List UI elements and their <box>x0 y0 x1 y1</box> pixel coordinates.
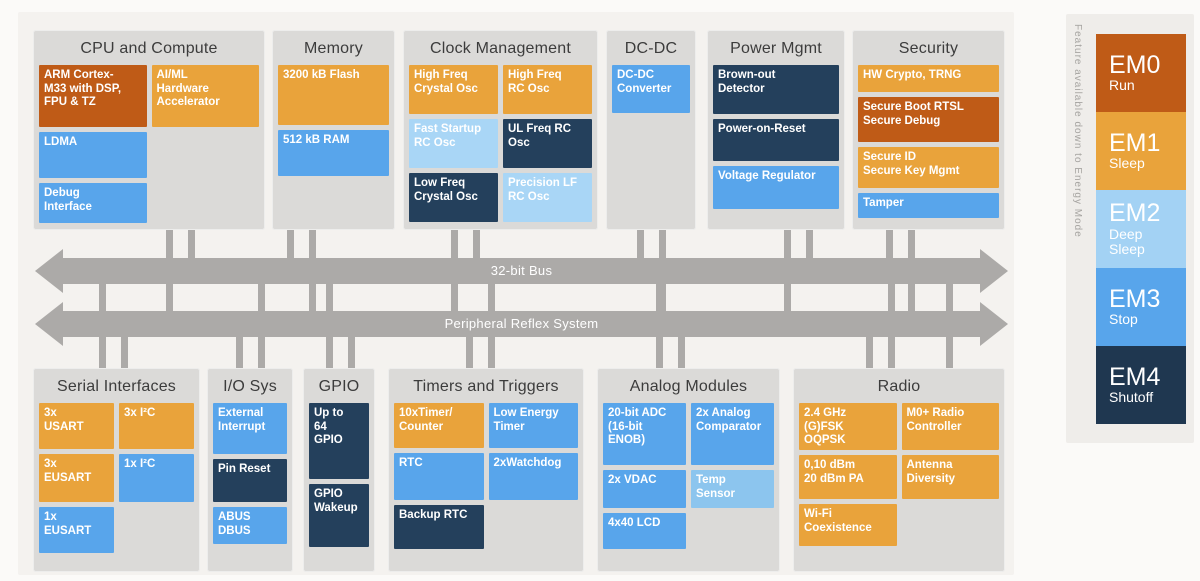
panel-title: Security <box>898 40 959 57</box>
tile-voltage-regulator: Voltage Regulator <box>713 166 839 209</box>
tile-3x-usart: 3x USART <box>39 403 114 449</box>
tile-10xtimer-counter: 10xTimer/ Counter <box>394 403 484 448</box>
panel-title: Timers and Triggers <box>413 378 559 395</box>
energy-mode-name: EM3 <box>1109 285 1161 314</box>
bus-label-peripheral-reflex-system: Peripheral Reflex System <box>444 316 599 331</box>
panel-title: Analog Modules <box>629 378 748 395</box>
tile-3x-eusart: 3x EUSART <box>39 454 114 502</box>
energy-mode-sidebar: Feature available down to Energy Mode EM… <box>1066 14 1194 443</box>
tile-secure-id-secure-key-mgmt: Secure ID Secure Key Mgmt <box>858 147 999 188</box>
tile-rtc: RTC <box>394 453 484 500</box>
tile-ai-ml-hardware-accelerator: AI/ML Hardware Accelerator <box>151 65 259 127</box>
tile-high-freq-rc-osc: High Freq RC Osc <box>503 65 592 114</box>
tile-temp-sensor: Temp Sensor <box>691 470 774 508</box>
tile-1x-eusart: 1x EUSART <box>39 507 114 553</box>
panel-title: CPU and Compute <box>80 40 218 57</box>
panel-memory: Memory 3200 kB Flash 512 kB RAM <box>272 30 395 230</box>
tile-3x-i-c: 3x I²C <box>119 403 194 449</box>
energy-mode-sub: Stop <box>1109 311 1138 328</box>
energy-mode-sub: Deep Sleep <box>1109 225 1145 258</box>
tile-low-freq-crystal-osc: Low Freq Crystal Osc <box>409 173 498 222</box>
tile-up-to-64-gpio: Up to 64 GPIO <box>309 403 369 479</box>
tile-power-on-reset: Power-on-Reset <box>713 119 839 161</box>
tile-debug-interface: Debug Interface <box>39 183 147 223</box>
tile-ul-freq-rc-osc: UL Freq RC Osc <box>503 119 592 168</box>
tile-2x-vdac: 2x VDAC <box>603 470 686 508</box>
energy-mode-name: EM2 <box>1109 199 1161 228</box>
tile-2x-analog-comparator: 2x Analog Comparator <box>691 403 774 465</box>
tile-1x-i-c: 1x I²C <box>119 454 194 502</box>
tile-abus-dbus: ABUS DBUS <box>213 507 287 544</box>
panel-security: Security HW Crypto, TRNG Secure Boot RTSL … <box>852 30 1005 230</box>
tile-512-kb-ram: 512 kB RAM <box>278 130 389 176</box>
tile-2-4-ghz-g-fsk-oqpsk: 2.4 GHz (G)FSK OQPSK <box>799 403 897 450</box>
tile-hw-crypto-trng: HW Crypto, TRNG <box>858 65 999 92</box>
energy-mode-sub: Sleep <box>1109 155 1145 172</box>
tile-wi-fi-coexistence: Wi-Fi Coexistence <box>799 504 897 546</box>
energy-mode-name: EM0 <box>1109 51 1161 80</box>
panel-title: Radio <box>877 378 921 395</box>
tile-m0-radio-controller: M0+ Radio Controller <box>901 403 999 450</box>
panel-title: Power Mgmt <box>730 40 822 57</box>
tile-precision-lf-rc-osc: Precision LF RC Osc <box>503 173 592 222</box>
tile-arm-cortex-m33-with-dsp-fpu-tz: ARM Cortex- M33 with DSP, FPU & TZ <box>39 65 147 127</box>
tile-20-bit-adc-16-bit-enob: 20-bit ADC (16-bit ENOB) <box>603 403 686 465</box>
tile-backup-rtc: Backup RTC <box>394 505 484 549</box>
tile-low-energy-timer: Low Energy Timer <box>488 403 578 448</box>
tile-tamper: Tamper <box>858 193 999 218</box>
panel-title: Memory <box>304 40 363 57</box>
tile-0-10-dbm-20-dbm-pa: 0,10 dBm 20 dBm PA <box>799 455 897 499</box>
tile-external-interrupt: External Interrupt <box>213 403 287 454</box>
tile-4x40-lcd: 4x40 LCD <box>603 513 686 549</box>
panel-dc-dc: DC-DC DC-DC Converter <box>606 30 696 230</box>
tile-brown-out-detector: Brown-out Detector <box>713 65 839 114</box>
panel-title: Clock Management <box>429 40 572 57</box>
tile-2xwatchdog: 2xWatchdog <box>488 453 578 500</box>
tile-high-freq-crystal-osc: High Freq Crystal Osc <box>409 65 498 114</box>
panel-title: I/O Sys <box>223 378 277 395</box>
tile-pin-reset: Pin Reset <box>213 459 287 502</box>
panel-title: DC-DC <box>624 40 678 57</box>
tile-secure-boot-rtsl-secure-debug: Secure Boot RTSL Secure Debug <box>858 97 999 142</box>
tile-gpio-wakeup: GPIO Wakeup <box>309 484 369 547</box>
panel-title: Serial Interfaces <box>56 378 176 395</box>
energy-mode-sub: Shutoff <box>1109 389 1154 406</box>
energy-mode-name: EM4 <box>1109 363 1161 392</box>
tile-dc-dc-converter: DC-DC Converter <box>612 65 690 113</box>
energy-mode-sub: Run <box>1109 77 1135 94</box>
panel-title: GPIO <box>318 378 360 395</box>
tile-ldma: LDMA <box>39 132 147 178</box>
bus-label-32-bit: 32-bit Bus <box>490 263 553 278</box>
tile-3200-kb-flash: 3200 kB Flash <box>278 65 389 125</box>
tile-fast-startup-rc-osc: Fast Startup RC Osc <box>409 119 498 168</box>
energy-mode-note: Feature available down to Energy Mode <box>1072 24 1083 238</box>
energy-mode-name: EM1 <box>1109 129 1161 158</box>
tile-antenna-diversity: Antenna Diversity <box>901 455 999 499</box>
